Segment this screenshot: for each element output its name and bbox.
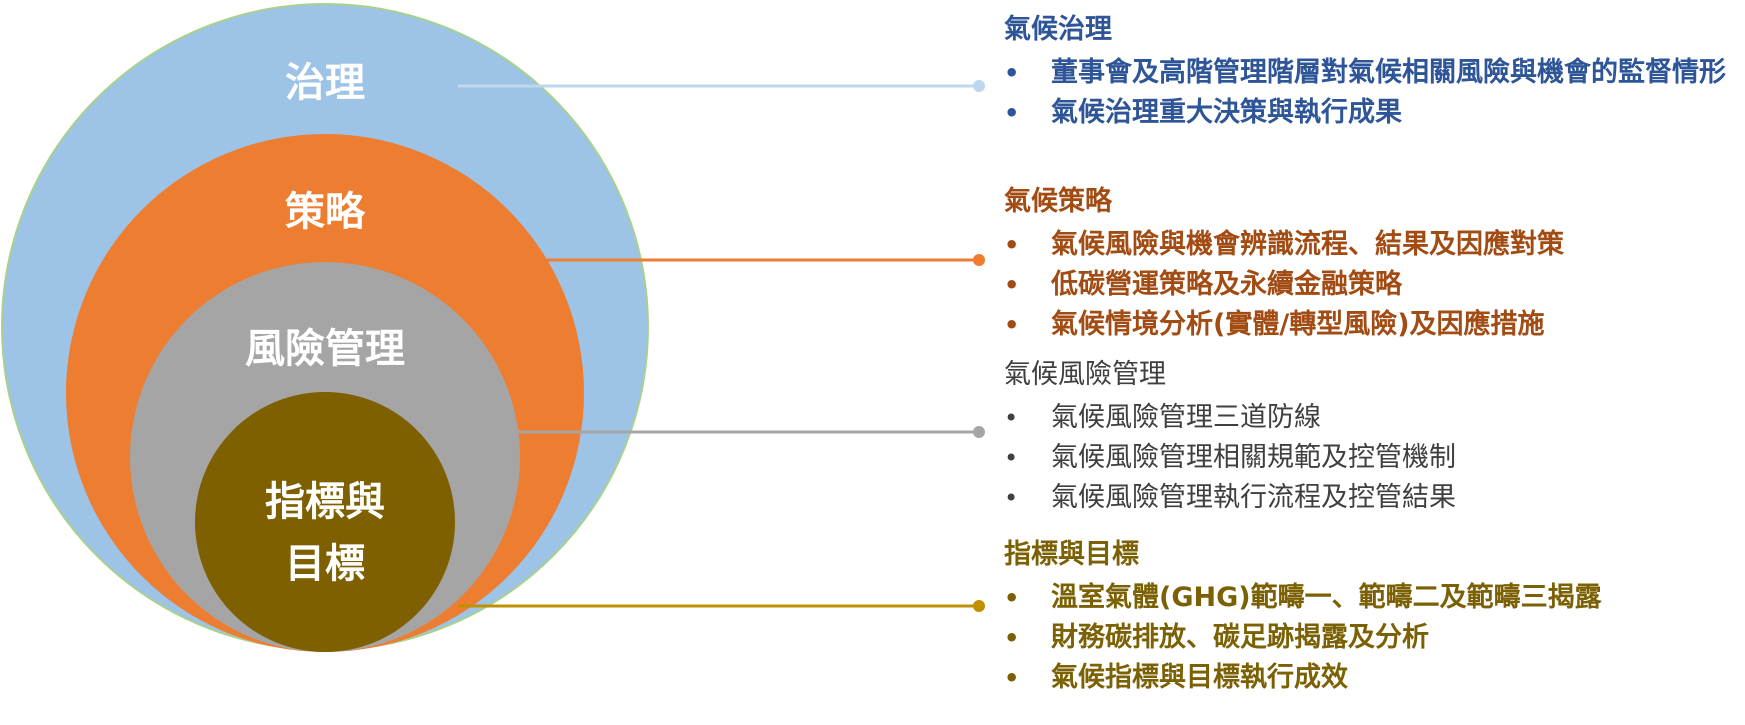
- risk-management-section: 氣候風險管理 • 氣候風險管理三道防線 • 氣候風險管理相關規範及控管機制 • …: [1004, 357, 1744, 519]
- governance-circle-label: 治理: [285, 60, 365, 106]
- bullet-icon: •: [1004, 59, 1020, 87]
- bullet-icon: •: [1004, 584, 1020, 612]
- list-item-text: 溫室氣體(GHG)範疇一、範疇二及範疇三揭露: [1051, 582, 1602, 613]
- list-item-text: 低碳營運策略及永續金融策略: [1051, 269, 1402, 300]
- bullet-icon: •: [1004, 271, 1020, 299]
- risk-management-circle-label: 風險管理: [245, 326, 405, 372]
- list-item: • 氣候風險管理三道防線: [1004, 399, 1744, 437]
- list-item: • 氣候治理重大決策與執行成果: [1004, 94, 1744, 132]
- list-item: • 低碳營運策略及永續金融策略: [1004, 266, 1744, 304]
- risk-management-bullet-list: • 氣候風險管理三道防線 • 氣候風險管理相關規範及控管機制 • 氣候風險管理執…: [1004, 399, 1744, 517]
- list-item-text: 董事會及高階管理階層對氣候相關風險與機會的監督情形: [1051, 57, 1726, 88]
- bullet-icon: •: [1004, 484, 1019, 512]
- governance-bullet-list: • 董事會及高階管理階層對氣候相關風險與機會的監督情形 • 氣候治理重大決策與執…: [1004, 54, 1744, 132]
- metrics-targets-circle-label-line1: 指標與: [265, 479, 385, 525]
- list-item-text: 氣候治理重大決策與執行成果: [1051, 97, 1402, 128]
- strategy-section: 氣候策略 • 氣候風險與機會辨識流程、結果及因應對策 • 低碳營運策略及永續金融…: [1004, 184, 1744, 346]
- strategy-connector-dot: [973, 254, 985, 266]
- list-item-text: 氣候風險管理三道防線: [1051, 402, 1321, 433]
- list-item: • 氣候情境分析(實體/轉型風險)及因應措施: [1004, 306, 1744, 344]
- list-item: • 氣候風險管理相關規範及控管機制: [1004, 439, 1744, 477]
- list-item: • 董事會及高階管理階層對氣候相關風險與機會的監督情形: [1004, 54, 1744, 92]
- metrics-connector-dot: [973, 600, 985, 612]
- bullet-icon: •: [1004, 664, 1020, 692]
- metrics-targets-section: 指標與目標 • 溫室氣體(GHG)範疇一、範疇二及範疇三揭露 • 財務碳排放、碳…: [1004, 537, 1744, 699]
- list-item: • 財務碳排放、碳足跡揭露及分析: [1004, 619, 1744, 657]
- strategy-bullet-list: • 氣候風險與機會辨識流程、結果及因應對策 • 低碳營運策略及永續金融策略 • …: [1004, 226, 1744, 344]
- governance-section: 氣候治理 • 董事會及高階管理階層對氣候相關風險與機會的監督情形 • 氣候治理重…: [1004, 12, 1744, 134]
- list-item-text: 氣候情境分析(實體/轉型風險)及因應措施: [1051, 309, 1545, 340]
- bullet-icon: •: [1004, 231, 1020, 259]
- list-item: • 氣候指標與目標執行成效: [1004, 659, 1744, 697]
- strategy-circle-label: 策略: [285, 189, 366, 235]
- list-item-text: 氣候風險管理執行流程及控管結果: [1051, 482, 1456, 513]
- list-item-text: 氣候風險管理相關規範及控管機制: [1051, 442, 1456, 473]
- list-item: • 氣候風險與機會辨識流程、結果及因應對策: [1004, 226, 1744, 264]
- governance-section-title: 氣候治理: [1004, 14, 1112, 45]
- metrics-targets-bullet-list: • 溫室氣體(GHG)範疇一、範疇二及範疇三揭露 • 財務碳排放、碳足跡揭露及分…: [1004, 579, 1744, 697]
- bullet-icon: •: [1004, 624, 1020, 652]
- bullet-icon: •: [1004, 444, 1019, 472]
- bullet-icon: •: [1004, 311, 1020, 339]
- governance-connector-dot: [973, 80, 985, 92]
- list-item: • 氣候風險管理執行流程及控管結果: [1004, 479, 1744, 517]
- strategy-section-title: 氣候策略: [1004, 186, 1112, 217]
- bullet-icon: •: [1004, 99, 1020, 127]
- bullet-icon: •: [1004, 404, 1019, 432]
- risk-management-section-title: 氣候風險管理: [1004, 359, 1166, 390]
- list-item-text: 氣候指標與目標執行成效: [1051, 662, 1348, 693]
- metrics-targets-section-title: 指標與目標: [1004, 539, 1139, 570]
- list-item-text: 財務碳排放、碳足跡揭露及分析: [1051, 622, 1429, 653]
- metrics-targets-circle-label-line2: 目標: [285, 541, 365, 587]
- metrics-targets-circle: [195, 392, 455, 652]
- list-item: • 溫室氣體(GHG)範疇一、範疇二及範疇三揭露: [1004, 579, 1744, 617]
- list-item-text: 氣候風險與機會辨識流程、結果及因應對策: [1051, 229, 1564, 260]
- risk-connector-dot: [973, 426, 985, 438]
